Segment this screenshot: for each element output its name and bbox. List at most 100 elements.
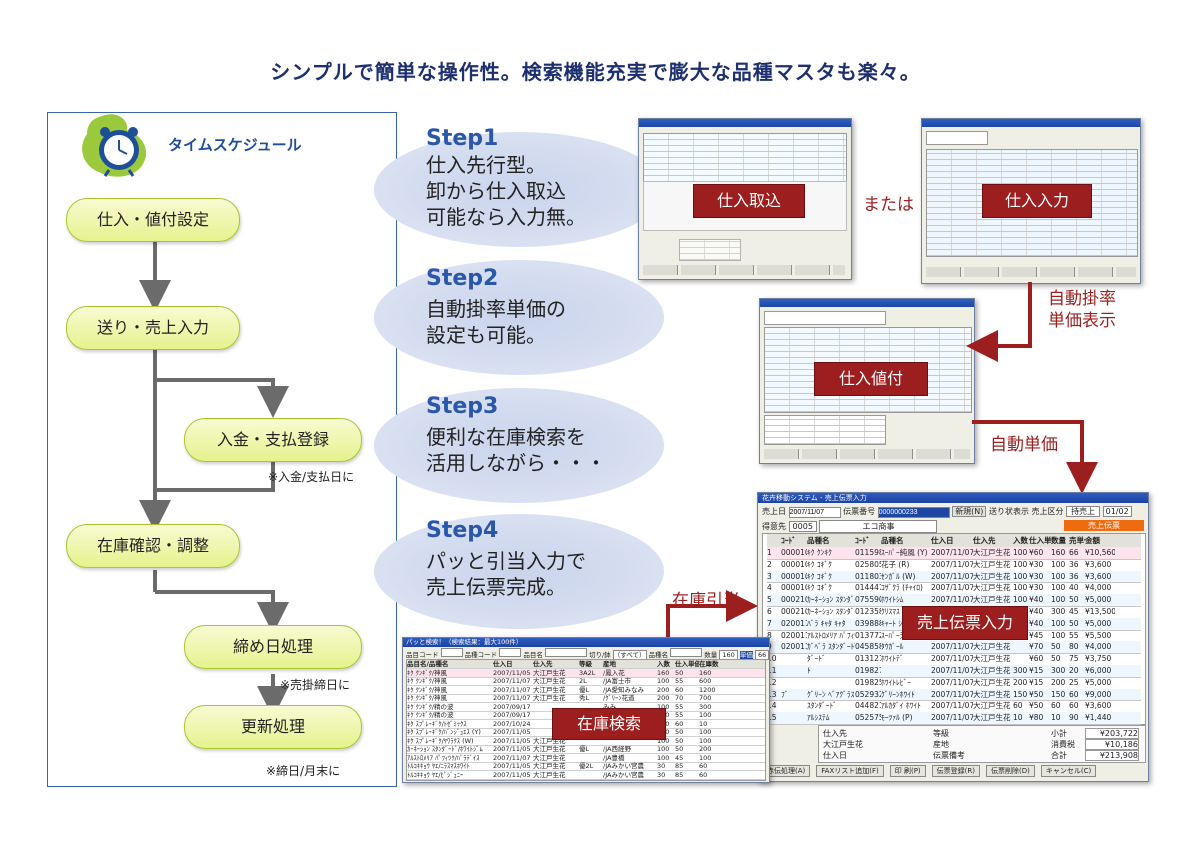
- inventory-window: パッと検索！（検索結果：最大100件） 品目コード 品種コード 品目名 切り/鉢…: [402, 637, 770, 783]
- sales-action-button[interactable]: キャンセル(C): [1040, 765, 1097, 777]
- table-row[interactable]: 9020011ｶﾞﾍﾞﾗ ｽﾀﾝﾀﾞｰﾄﾞ045858ﾀｳｶﾞｰﾙ2007/11…: [767, 641, 1141, 655]
- list-cell: 60: [675, 719, 684, 728]
- list-cell: 30: [657, 770, 666, 779]
- sales-col-header: 仕入単価: [1029, 536, 1051, 545]
- list-cell: 優2L: [579, 762, 594, 770]
- table-cell: ﾀｳｶﾞｰﾙ: [881, 642, 904, 652]
- list-cell: 100: [657, 745, 670, 753]
- customer-code[interactable]: 0005: [788, 521, 817, 532]
- variety-name-input[interactable]: [670, 648, 703, 657]
- table-cell: 20: [1069, 666, 1079, 675]
- table-cell: 6: [767, 607, 772, 616]
- table-cell: 7: [767, 618, 772, 628]
- sales-slip-badge: 売上伝票: [1064, 520, 1144, 531]
- list-cell: 2007/10/24: [493, 719, 531, 728]
- division-select[interactable]: 持売上: [1066, 506, 1101, 517]
- list-cell: 300: [699, 702, 712, 711]
- table-cell: 3: [767, 571, 772, 581]
- list-cell: 100: [657, 702, 670, 711]
- table-cell: 大江戸生花: [973, 689, 1011, 699]
- table-cell: 60: [1051, 701, 1061, 711]
- item-name-input[interactable]: [544, 648, 587, 657]
- table-cell: ¥6,000: [1085, 666, 1112, 675]
- sales-action-button[interactable]: 伝票登録(R): [931, 765, 980, 777]
- table-cell: 花子 (R): [881, 559, 910, 569]
- list-cell: 60: [699, 770, 708, 779]
- inventory-col-header: 仕入単価: [675, 660, 699, 668]
- table-cell: ｸﾘｽﾏｽ (R): [881, 607, 914, 616]
- list-cell: 大江戸生花: [533, 677, 566, 685]
- cut-pot-select[interactable]: （すべて）: [612, 650, 647, 660]
- list-cell: 50: [675, 736, 684, 745]
- table-cell: ｸﾞﾘｰﾝﾎﾜｲﾄ: [881, 689, 915, 699]
- new-button[interactable]: 新規(N): [952, 506, 987, 517]
- table-cell: 100: [1051, 571, 1066, 581]
- list-cell: 大江戸生花: [533, 745, 566, 753]
- sales-date-input[interactable]: [788, 507, 841, 518]
- list-cell: 大江戸生花: [533, 770, 566, 779]
- sales-buttons: 赤伝処理(A) FAXリスト追加(F) 印 刷(P) 伝票登録(R) 伝票削除(D) キャ…: [762, 765, 1144, 777]
- table-cell: 000010: [781, 559, 807, 569]
- table-cell: ﾎﾜｲﾄﾃﾞ: [881, 654, 904, 664]
- table-cell: 100: [1051, 630, 1066, 640]
- qty-input[interactable]: 160: [719, 650, 738, 660]
- sales-action-button[interactable]: 赤伝処理(A): [762, 765, 811, 777]
- customer-name[interactable]: エコ商事: [819, 520, 938, 533]
- total-value: ¥203,722: [1085, 728, 1139, 739]
- table-cell: 50: [1069, 618, 1079, 628]
- table-cell: 300: [1051, 607, 1066, 616]
- table-cell: 019827: [855, 666, 881, 675]
- sales-action-button[interactable]: 伝票削除(D): [985, 765, 1035, 777]
- list-cell: ｷｸ ｸﾝｷﾞｸ/神風: [407, 677, 448, 685]
- table-cell: 13: [767, 689, 777, 699]
- table-cell: 052932: [855, 689, 881, 699]
- table-cell: 55: [1069, 630, 1079, 640]
- step1-bubble: [374, 132, 664, 247]
- table-cell: ¥40: [1029, 607, 1044, 616]
- list-cell: ｷｸ ｽﾌﾟﾚｰｷﾞｸ/ﾊﾞﾝｼﾞｭｴｽ (Y): [407, 728, 481, 736]
- table-cell: 大江戸生花: [973, 559, 1011, 569]
- list-cell: 2L: [579, 677, 587, 685]
- table-cell: ｶｰﾈｰｼｮﾝ ｽﾀﾝﾀﾞｰﾄﾞ: [807, 607, 855, 616]
- variety-code-label: 品種コード: [464, 651, 498, 659]
- table-cell: 000010: [781, 583, 807, 593]
- variety-code-input[interactable]: [499, 648, 522, 657]
- show-invoice-checkbox[interactable]: 送り状表示: [988, 507, 1029, 516]
- table-cell: 14: [767, 701, 777, 711]
- sales-action-button[interactable]: FAXリスト追加(F): [816, 765, 884, 777]
- headline: シンプルで簡単な操作性。検索機能充実で膨大な品種マスタも楽々。: [270, 60, 921, 84]
- table-cell: 100: [1013, 559, 1028, 569]
- table-cell: 2007/11/07: [931, 689, 973, 699]
- sales-grid-header: ｺｰﾄﾞ品種名ｺｰﾄﾞ品種名仕入日仕入先入数仕入単価数量売単価金額: [767, 534, 1141, 548]
- price-input[interactable]: 66: [754, 650, 769, 660]
- list-cell: 優L: [579, 685, 590, 694]
- table-cell: 150: [1051, 689, 1066, 699]
- sales-action-button[interactable]: 印 刷(P): [889, 765, 926, 777]
- variety-name-label: 品種名: [648, 651, 669, 659]
- table-cell: ｷｸ ｺｷﾞｸ: [807, 583, 832, 593]
- sales-col-header: 売単価: [1069, 536, 1085, 545]
- sales-col-header: 金額: [1085, 536, 1100, 545]
- item-code-input[interactable]: [440, 648, 463, 657]
- reserve-label: 在庫引当: [672, 591, 740, 611]
- slip-no-input[interactable]: [877, 507, 950, 518]
- table-cell: ﾀﾞｰﾄﾞ: [807, 654, 826, 664]
- list-cell: 2007/11/05: [493, 736, 531, 745]
- step2-desc: 自動掛率単価の設定も可能。: [426, 297, 566, 347]
- list-cell: /JA西経野: [603, 745, 631, 753]
